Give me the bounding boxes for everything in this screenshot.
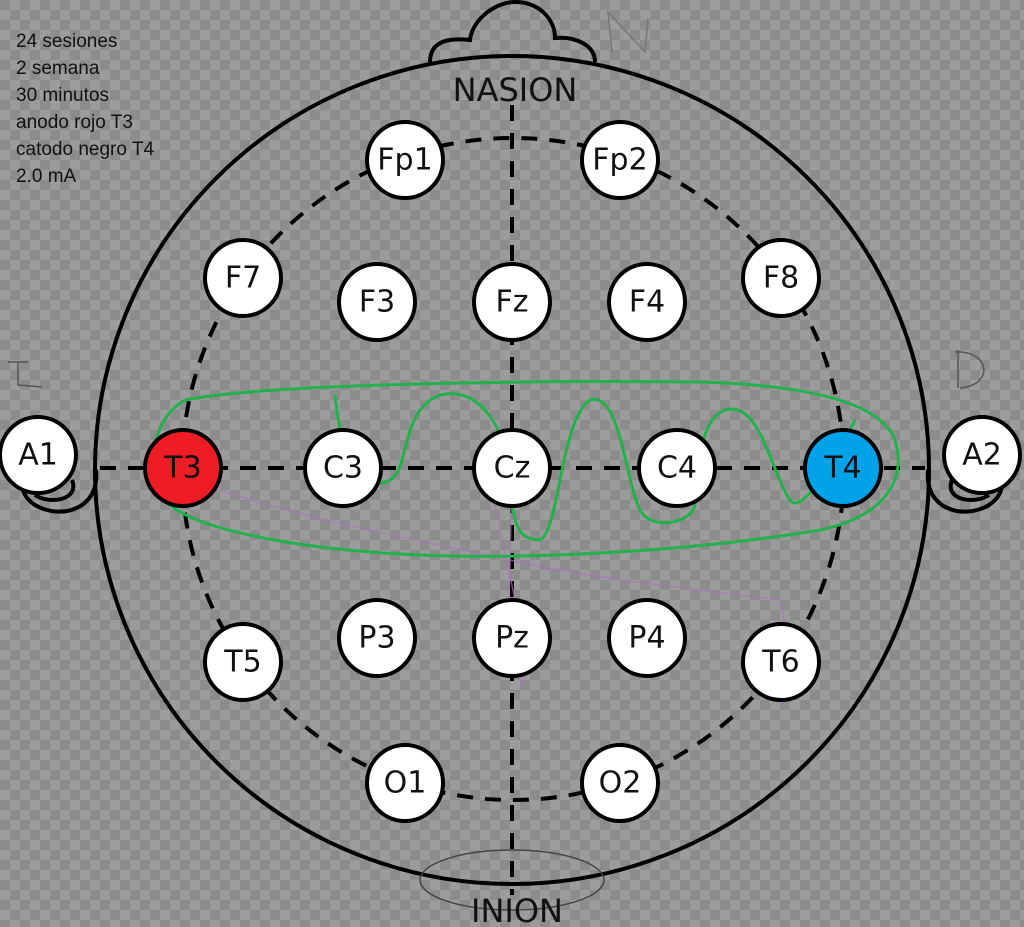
note-cathode: catodo negro T4 bbox=[16, 139, 155, 160]
electrode-a1[interactable]: A1 bbox=[0, 415, 78, 495]
session-notes: 24 sesiones 2 semana 30 minutos anodo ro… bbox=[16, 28, 154, 190]
electrode-f4[interactable]: F4 bbox=[607, 262, 687, 342]
electrode-circle bbox=[0, 415, 78, 495]
inion-label: INION bbox=[471, 892, 563, 927]
electrode-t6[interactable]: T6 bbox=[741, 622, 821, 702]
electrode-p4[interactable]: P4 bbox=[607, 598, 687, 678]
electrode-f7[interactable]: F7 bbox=[203, 238, 283, 318]
electrode-circle bbox=[637, 428, 717, 508]
electrode-circle bbox=[203, 622, 283, 702]
electrode-label: P4 bbox=[628, 621, 665, 656]
electrode-label: A1 bbox=[18, 438, 58, 473]
electrode-label: O2 bbox=[599, 766, 642, 801]
electrode-label: Fp2 bbox=[592, 143, 647, 178]
electrode-label: Fp1 bbox=[377, 143, 432, 178]
electrode-label: C3 bbox=[323, 451, 363, 486]
electrode-label: F3 bbox=[359, 285, 395, 320]
electrode-label: T5 bbox=[223, 645, 261, 680]
electrode-circle bbox=[580, 743, 660, 823]
electrode-fp2[interactable]: Fp2 bbox=[580, 120, 660, 200]
nose-shape bbox=[428, 0, 597, 63]
electrode-label: C4 bbox=[657, 451, 697, 486]
electrode-circle bbox=[337, 598, 417, 678]
electrode-c4[interactable]: C4 bbox=[637, 428, 717, 508]
electrode-circle bbox=[365, 120, 445, 200]
electrode-circle bbox=[365, 743, 445, 823]
montage-outline bbox=[152, 380, 900, 558]
left-ear-inner bbox=[33, 479, 76, 502]
handwritten-I bbox=[8, 361, 43, 388]
electrode-t3[interactable]: T3 bbox=[143, 428, 223, 508]
right-ear-inner bbox=[948, 479, 991, 502]
electrode-circle bbox=[472, 598, 552, 678]
electrode-circle bbox=[580, 120, 660, 200]
electrode-circle bbox=[607, 262, 687, 342]
note-current: 2.0 mA bbox=[16, 166, 77, 187]
electrode-circle bbox=[203, 238, 283, 318]
electrode-label: F7 bbox=[225, 261, 261, 296]
electrode-circle bbox=[143, 428, 223, 508]
electrode-fz[interactable]: Fz bbox=[472, 262, 552, 342]
electrode-f3[interactable]: F3 bbox=[337, 262, 417, 342]
inion-scribble bbox=[419, 849, 605, 911]
note-weeks: 2 semana bbox=[16, 58, 100, 79]
electrode-label: F4 bbox=[629, 285, 665, 320]
electrode-t4[interactable]: T4 bbox=[803, 428, 883, 508]
electrode-circle bbox=[741, 622, 821, 702]
electrode-label: P3 bbox=[358, 621, 395, 656]
note-duration: 30 minutos bbox=[16, 85, 109, 106]
electrode-cz[interactable]: Cz bbox=[472, 428, 552, 508]
electrode-label: O1 bbox=[384, 766, 427, 801]
electrode-pz[interactable]: Pz bbox=[472, 598, 552, 678]
electrode-label: Pz bbox=[495, 621, 529, 656]
electrode-a2[interactable]: A2 bbox=[942, 415, 1022, 495]
electrode-label: T3 bbox=[163, 451, 201, 486]
electrode-circle bbox=[607, 598, 687, 678]
electrode-p3[interactable]: P3 bbox=[337, 598, 417, 678]
electrode-circle bbox=[741, 238, 821, 318]
electrode-label: T4 bbox=[823, 451, 861, 486]
note-anode: anodo rojo T3 bbox=[16, 112, 133, 133]
note-sessions: 24 sesiones bbox=[16, 31, 118, 52]
electrode-circle bbox=[942, 415, 1022, 495]
electrode-o2[interactable]: O2 bbox=[580, 743, 660, 823]
electrode-label: F8 bbox=[763, 261, 799, 296]
handwritten-D bbox=[954, 350, 985, 389]
head-outline bbox=[93, 54, 931, 886]
electrode-label: Fz bbox=[495, 285, 528, 320]
electrode-o1[interactable]: O1 bbox=[365, 743, 445, 823]
electrode-label: A2 bbox=[962, 438, 1002, 473]
electrode-circle bbox=[337, 262, 417, 342]
electrode-label: T6 bbox=[761, 645, 799, 680]
electrode-circle bbox=[303, 428, 383, 508]
handwritten-N bbox=[607, 9, 649, 54]
electrode-circle bbox=[803, 428, 883, 508]
electrode-c3[interactable]: C3 bbox=[303, 428, 383, 508]
electrode-f8[interactable]: F8 bbox=[741, 238, 821, 318]
nasion-label: NASION bbox=[453, 71, 578, 109]
electrode-t5[interactable]: T5 bbox=[203, 622, 283, 702]
electrode-fp1[interactable]: Fp1 bbox=[365, 120, 445, 200]
electrode-circle bbox=[472, 262, 552, 342]
electrode-label: Cz bbox=[494, 451, 531, 486]
electrode-circle bbox=[472, 428, 552, 508]
